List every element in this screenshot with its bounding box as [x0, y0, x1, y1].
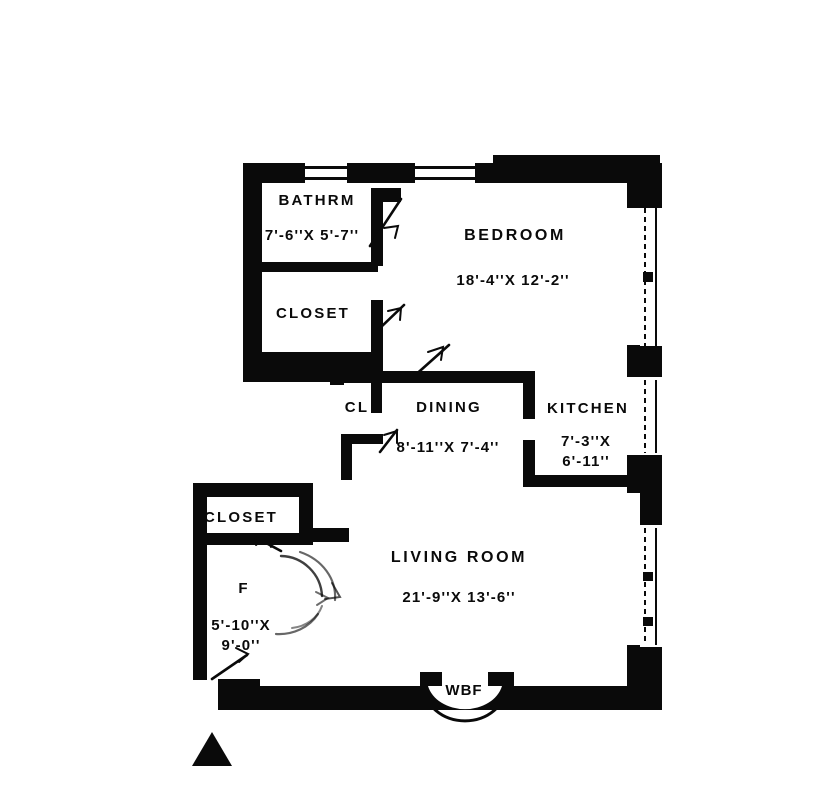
room-dims-foyer-wrap: 5'-10''X 9'-0''	[211, 618, 271, 654]
fireplace-label: WBF	[445, 682, 483, 699]
room-label-kitchen: KITCHEN	[547, 401, 629, 417]
door-swings	[210, 197, 451, 681]
room-dims-bathroom: 7'-6''X 5'-7''	[264, 227, 360, 244]
room-dims-bedroom: 18'-4''X 12'-2''	[456, 272, 570, 289]
room-label-bedroom: BEDROOM	[464, 227, 566, 245]
room-name-closet-upper: CLOSET	[275, 305, 351, 322]
room-label-closet-lower: CLOSET	[204, 510, 278, 526]
room-name-dining: DINING	[416, 399, 482, 416]
room-dims-kitchen-wrap: 7'-3''X 6'-11''	[561, 434, 611, 470]
room-label-dining: DINING	[416, 400, 482, 416]
room-name-hall-closet: CL	[344, 399, 370, 416]
windows	[305, 163, 662, 647]
room-dims-kitchen-line1: 7'-3''X	[560, 433, 612, 450]
room-label-hall-closet: CL	[345, 400, 369, 416]
room-name-kitchen: KITCHEN	[546, 400, 630, 417]
room-dims-foyer-line1: 5'-10''X	[211, 617, 271, 634]
room-dims-living-room: 21'-9''X 13'-6''	[402, 589, 516, 606]
room-dims-dining-wrap: 8'-11''X 7'-4''	[397, 440, 500, 456]
foyer-marker-label: F	[238, 580, 248, 597]
room-name-closet-lower: CLOSET	[203, 509, 279, 526]
room-label-closet-upper: CLOSET	[276, 306, 350, 322]
room-name-living-room: LIVING ROOM	[390, 549, 528, 566]
room-dims-kitchen-line2: 6'-11''	[562, 452, 610, 470]
north-indicator	[192, 732, 232, 766]
room-dims-foyer-line2: 9'-0''	[221, 636, 261, 654]
room-label-living-room: LIVING ROOM	[390, 549, 528, 567]
interior-walls	[207, 188, 643, 545]
room-label-bathroom: BATHRM	[278, 193, 355, 209]
exterior-walls	[193, 155, 662, 710]
room-dims-bathroom-wrap: 7'-6''X 5'-7''	[265, 228, 359, 244]
room-dims-living-room-wrap: 21'-9''X 13'-6''	[402, 590, 515, 606]
room-name-bathroom: BATHRM	[278, 192, 356, 209]
fireplace-hearth	[420, 672, 514, 723]
room-dims-bedroom-wrap: 18'-4''X 12'-2''	[456, 273, 569, 289]
room-name-bedroom: BEDROOM	[464, 227, 566, 244]
room-dims-dining: 8'-11''X 7'-4''	[396, 439, 500, 456]
